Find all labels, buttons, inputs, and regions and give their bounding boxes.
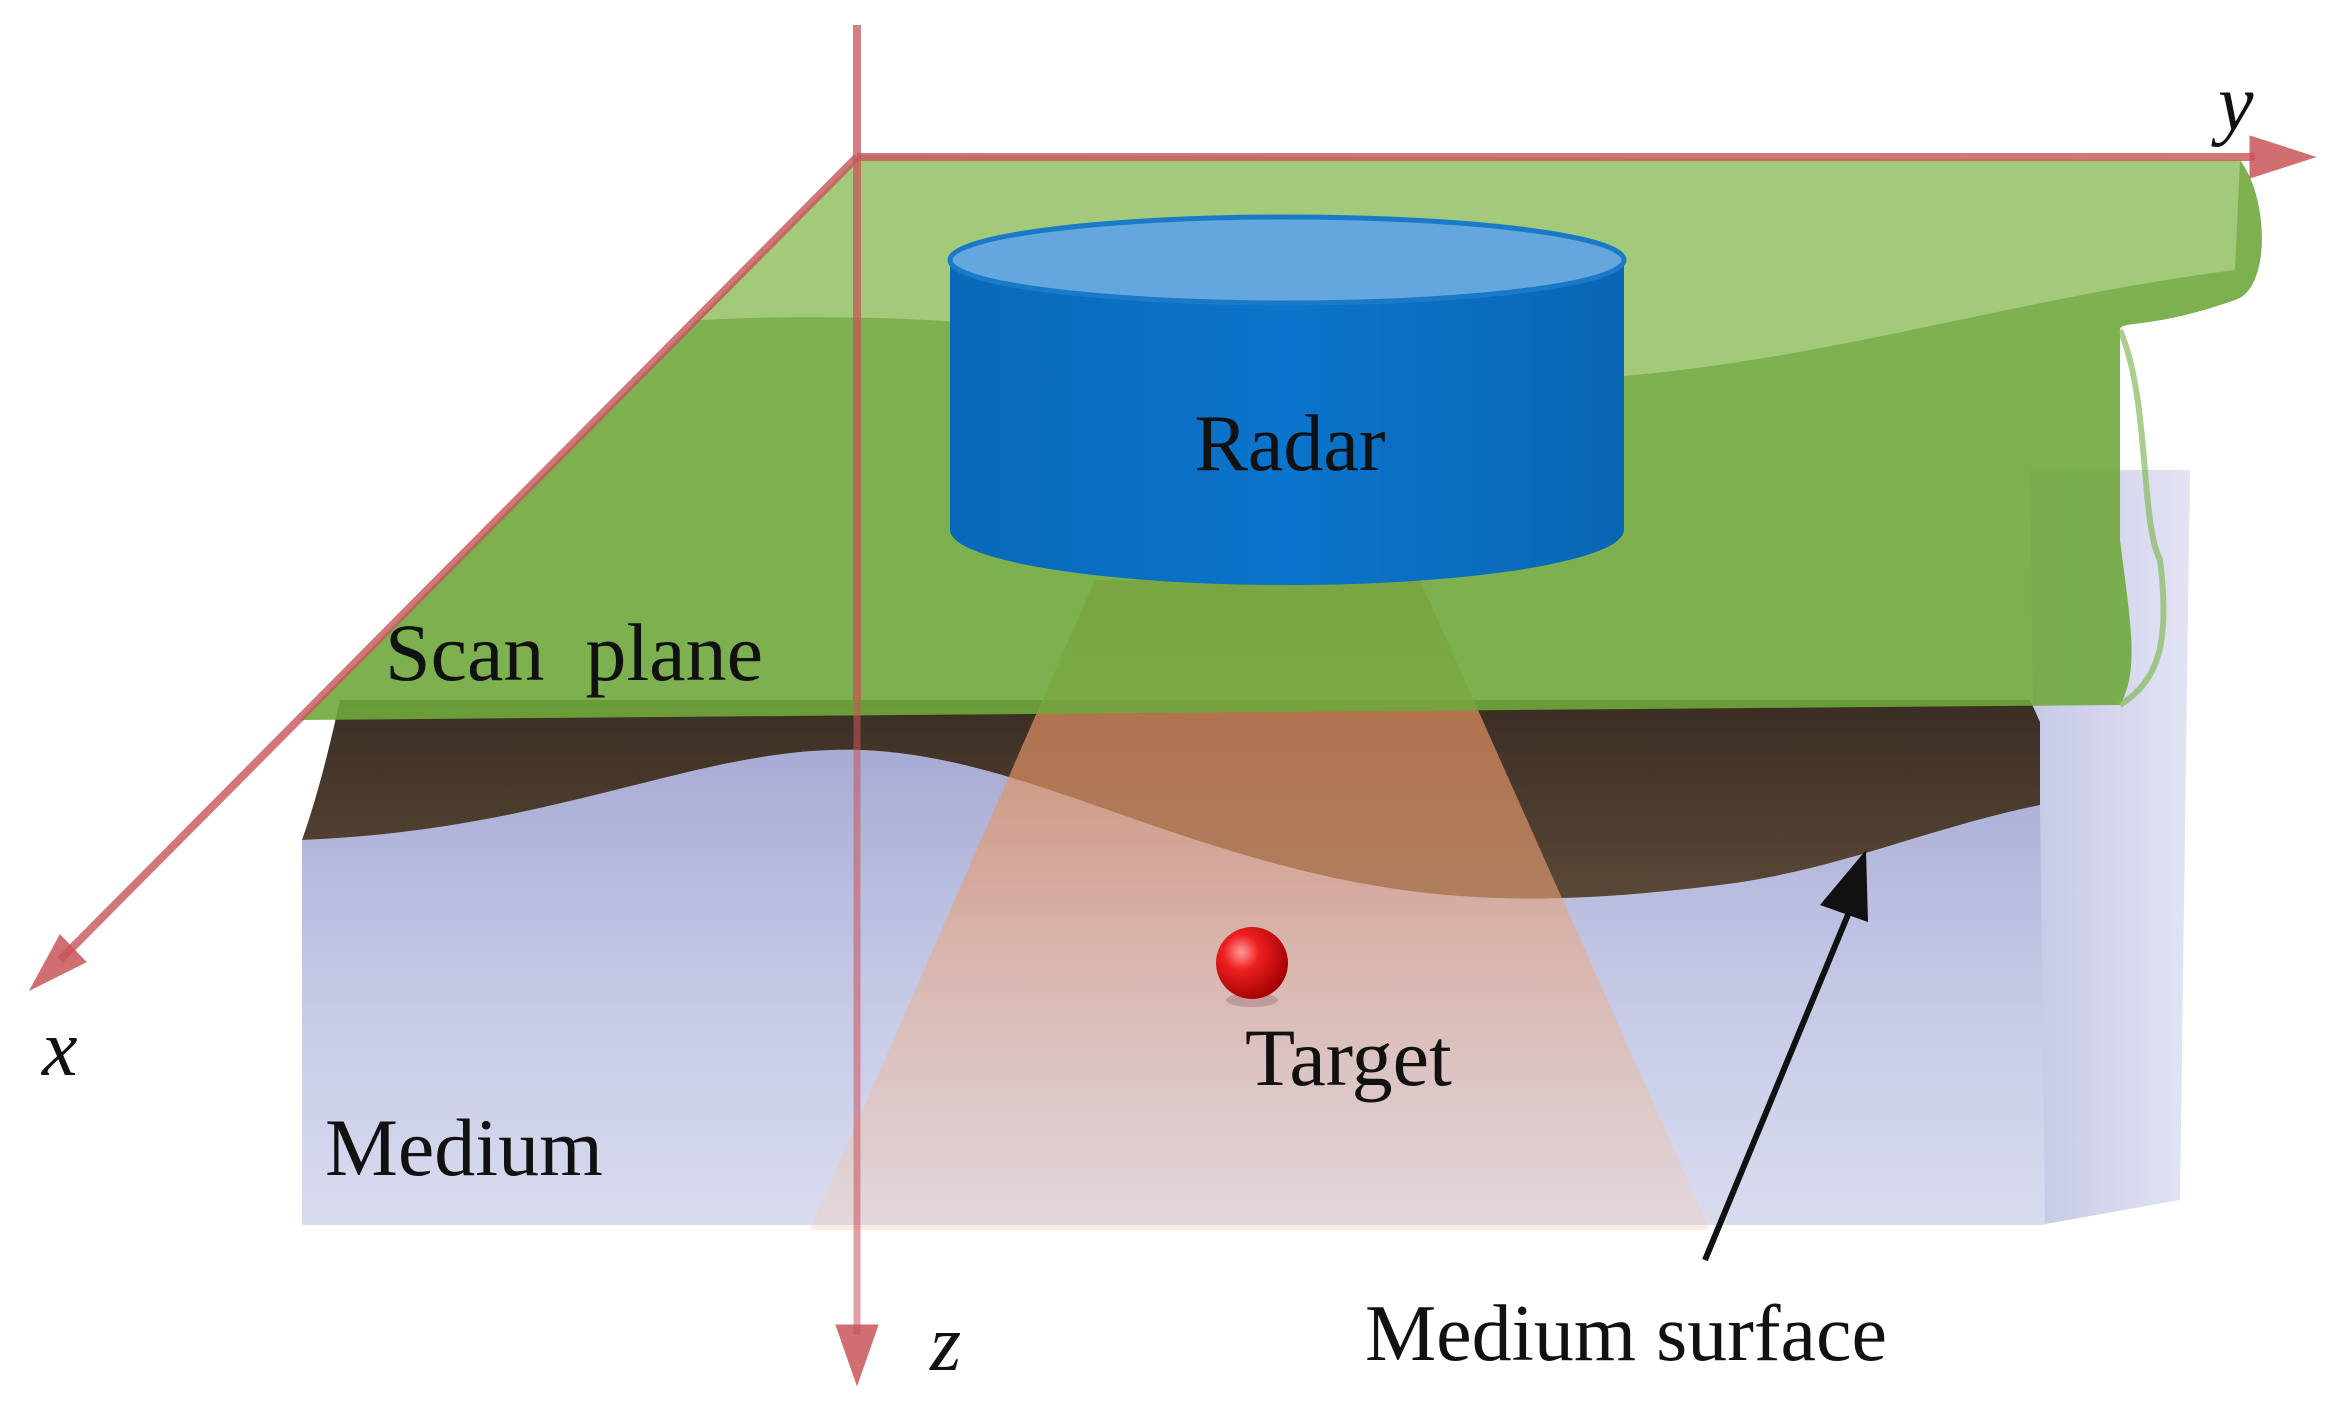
medium-label: Medium: [325, 1102, 603, 1193]
coordinate-axes: [28, 25, 2317, 1387]
target-sphere: [1216, 927, 1288, 999]
surface-pointer-arrowhead: [1820, 850, 1868, 922]
medium-surface-label: Medium surface: [1365, 1290, 1887, 1378]
surface-pointer: [1702, 850, 1868, 1262]
radar-cylinder: [947, 214, 1627, 585]
x-axis-label: x: [41, 1005, 78, 1093]
target-point: [1216, 927, 1288, 1007]
radar-beam: [810, 580, 1710, 1230]
scan-plane-edge: [2117, 328, 2167, 708]
radar-top: [947, 214, 1627, 306]
target-label: Target: [1245, 1012, 1452, 1103]
z-axis-label: z: [929, 1300, 961, 1388]
radar-label: Radar: [1194, 400, 1385, 488]
y-axis-label: y: [2211, 60, 2254, 148]
x-axis-arrowhead: [28, 934, 87, 992]
z-axis-arrowhead: [835, 1324, 879, 1387]
surface-pointer-line: [1702, 903, 1855, 1262]
y-axis-arrowhead: [2249, 135, 2317, 179]
x-axis-line: [57, 154, 860, 963]
radar-body: [950, 260, 1624, 585]
scan-plane-label: Scan plane: [385, 607, 763, 698]
